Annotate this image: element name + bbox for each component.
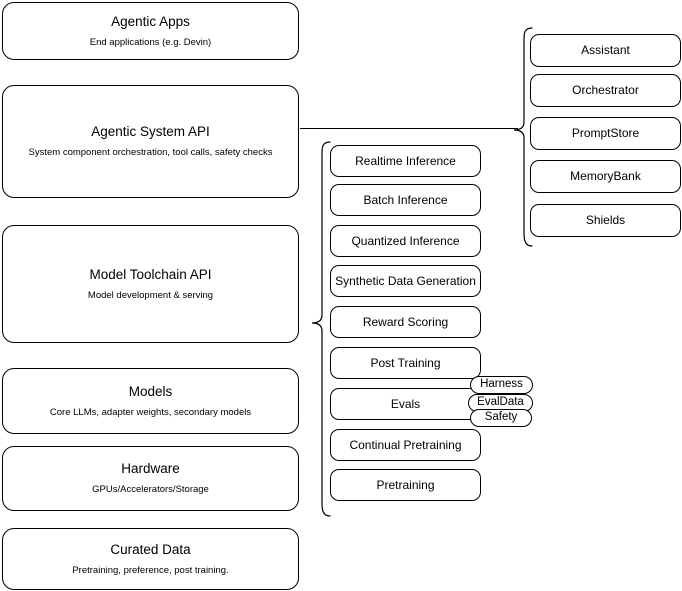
layer-subtitle: System component orchestration, tool cal… xyxy=(28,147,273,158)
evals-tag-harness[interactable]: Harness xyxy=(470,376,533,394)
evals-tag-label: Harness xyxy=(480,378,523,391)
capability-title: Reward Scoring xyxy=(362,314,449,329)
capability-batch-inference[interactable]: Batch Inference xyxy=(330,184,481,216)
capability-continual-pretraining[interactable]: Continual Pretraining xyxy=(330,429,481,461)
capability-title: Post Training xyxy=(370,355,441,370)
component-title: Orchestrator xyxy=(572,83,639,97)
capability-title: Evals xyxy=(390,396,421,411)
capability-reward-scoring[interactable]: Reward Scoring xyxy=(330,306,481,338)
component-title: Assistant xyxy=(581,43,630,57)
connector-system-api-to-components xyxy=(300,128,518,129)
component-title: PromptStore xyxy=(571,126,640,140)
layer-subtitle: End applications (e.g. Devin) xyxy=(89,36,212,48)
layer-models[interactable]: Models Core LLMs, adapter weights, secon… xyxy=(2,368,299,434)
layer-title: Curated Data xyxy=(110,541,191,557)
capability-title: Quantized Inference xyxy=(351,233,460,248)
capability-post-training[interactable]: Post Training xyxy=(330,347,481,379)
component-memorybank[interactable]: MemoryBank xyxy=(530,160,681,193)
layer-title: Hardware xyxy=(121,461,180,477)
layer-model-toolchain-api[interactable]: Model Toolchain API Model development & … xyxy=(2,225,299,343)
capability-title: Pretraining xyxy=(376,477,435,492)
capability-pretraining[interactable]: Pretraining xyxy=(330,469,481,501)
component-orchestrator[interactable]: Orchestrator xyxy=(530,74,681,107)
capability-title: Continual Pretraining xyxy=(349,437,462,452)
layer-title: Agentic Apps xyxy=(111,13,190,29)
layer-subtitle: Core LLMs, adapter weights, secondary mo… xyxy=(49,406,252,418)
capability-realtime-inference[interactable]: Realtime Inference xyxy=(330,145,481,177)
component-title: MemoryBank xyxy=(570,169,641,183)
brace-toolchain xyxy=(308,140,332,518)
capability-title: Realtime Inference xyxy=(355,153,456,168)
capability-title: Batch Inference xyxy=(363,192,448,207)
layer-agentic-apps[interactable]: Agentic Apps End applications (e.g. Devi… xyxy=(2,2,299,60)
evals-tag-label: EvalData xyxy=(477,396,524,409)
component-assistant[interactable]: Assistant xyxy=(530,34,681,67)
evals-tag-label: Safety xyxy=(484,411,518,424)
evals-tag-safety[interactable]: Safety xyxy=(470,409,532,427)
layer-subtitle: Model development & serving xyxy=(87,289,214,301)
layer-curated-data[interactable]: Curated Data Pretraining, preference, po… xyxy=(2,528,299,590)
layer-title: Models xyxy=(128,383,173,399)
capability-title: Synthetic Data Generation xyxy=(335,273,476,288)
layer-hardware[interactable]: Hardware GPUs/Accelerators/Storage xyxy=(2,446,299,511)
capability-evals[interactable]: Evals xyxy=(330,388,481,420)
layer-subtitle: GPUs/Accelerators/Storage xyxy=(92,484,209,495)
capability-quantized-inference[interactable]: Quantized Inference xyxy=(330,225,481,257)
component-shields[interactable]: Shields xyxy=(530,204,681,237)
brace-system-components xyxy=(512,26,534,248)
layer-title: Model Toolchain API xyxy=(89,266,212,282)
capability-synthetic-data-generation[interactable]: Synthetic Data Generation xyxy=(330,265,481,297)
component-promptstore[interactable]: PromptStore xyxy=(530,117,681,150)
component-title: Shields xyxy=(585,213,626,227)
layer-title: Agentic System API xyxy=(91,124,210,140)
layer-subtitle: Pretraining, preference, post training. xyxy=(72,564,229,576)
layer-agentic-system-api[interactable]: Agentic System API System component orch… xyxy=(2,85,299,198)
